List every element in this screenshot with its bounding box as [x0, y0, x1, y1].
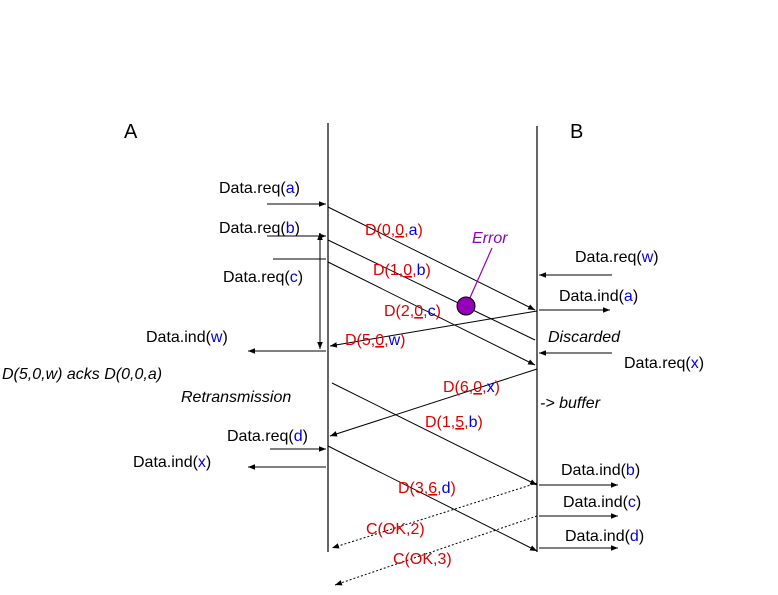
frame-d00a-arrow — [327, 206, 536, 311]
a-req-d-label: Data.req(d) — [227, 428, 308, 445]
b-ind-a-label: Data.ind(a) — [559, 288, 638, 305]
a-req-a-label: Data.req(a) — [219, 180, 300, 197]
discarded-label: Discarded — [548, 329, 621, 346]
frame-d10b-arrow-tail — [478, 312, 536, 341]
ack-note: D(5,0,w) acks D(0,0,a) — [2, 366, 162, 383]
frame-d15b-label: D(1,5,b) — [425, 414, 483, 431]
frame-d20c-arrow — [327, 261, 536, 366]
frame-cok2-label: C(OK,2) — [366, 521, 425, 538]
b-ind-d-label: Data.ind(d) — [565, 528, 644, 545]
error-pointer-line — [468, 247, 493, 301]
frame-d36d-label: D(3,6,d) — [398, 480, 456, 497]
buffer-label: -> buffer — [540, 395, 601, 412]
entity-a-label: A — [124, 121, 138, 143]
frame-d20c-label: D(2,0,c) — [384, 303, 441, 320]
error-dot-icon — [456, 296, 476, 316]
entity-b-label: B — [570, 121, 583, 143]
a-ind-w-label: Data.ind(w) — [146, 329, 228, 346]
frame-cok3-arrow — [334, 515, 538, 586]
retransmission-label: Retransmission — [181, 389, 291, 406]
b-ind-c-label: Data.ind(c) — [563, 494, 641, 511]
frame-d10b-arrow — [327, 239, 480, 314]
a-ind-x-label: Data.ind(x) — [133, 454, 211, 471]
frame-d50w-label: D(5,0,w) — [345, 332, 405, 349]
b-req-w-label: Data.req(w) — [575, 249, 659, 266]
frame-cok3-label: C(OK,3) — [393, 551, 452, 568]
frame-d10b-label: D(1,0,b) — [373, 262, 431, 279]
frame-d60x-label: D(6,0,x) — [443, 379, 500, 396]
frame-d60x-arrow — [329, 368, 538, 437]
frame-d50w-arrow — [329, 310, 538, 348]
a-req-c-label: Data.req(c) — [223, 269, 303, 286]
error-label: Error — [472, 230, 508, 247]
frame-d00a-label: D(0,0,a) — [365, 222, 423, 239]
frame-d36d-arrow — [327, 445, 538, 552]
b-ind-b-label: Data.ind(b) — [561, 462, 640, 479]
frame-d15b-arrow — [331, 382, 538, 486]
b-req-x-label: Data.req(x) — [624, 355, 704, 372]
a-req-b-label: Data.req(b) — [219, 220, 300, 237]
